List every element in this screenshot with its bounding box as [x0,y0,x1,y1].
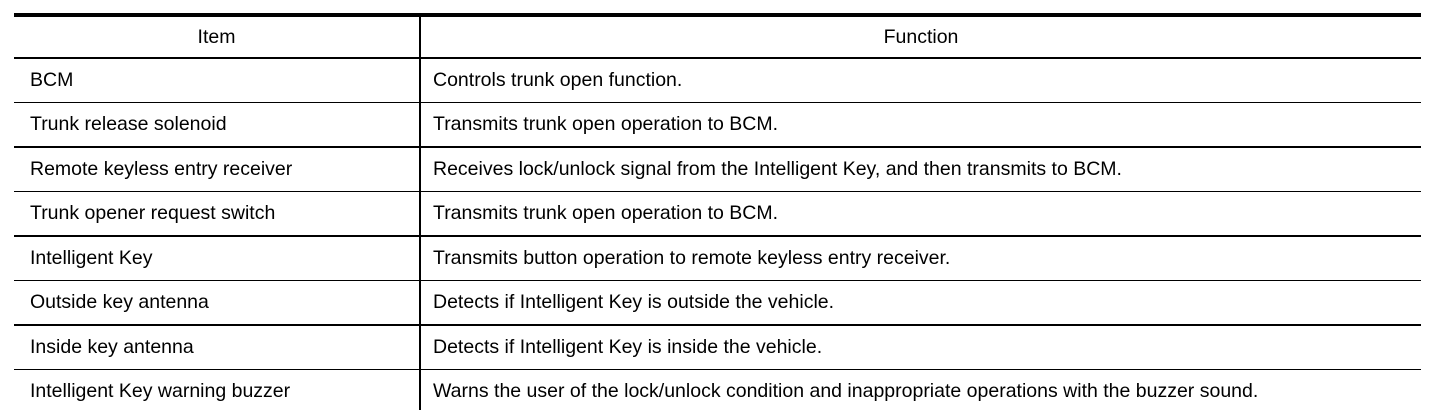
item-cell: Inside key antenna [14,324,421,370]
table-body: BCM Controls trunk open function. Trunk … [14,58,1421,410]
item-cell: Trunk release solenoid [14,102,421,147]
function-cell: Detects if Intelligent Key is outside th… [420,280,1421,325]
table-row: Outside key antenna Detects if Intellige… [14,280,1421,325]
function-cell: Transmits trunk open operation to BCM. [420,102,1421,147]
table-row: Intelligent Key Transmits button operati… [14,235,1421,281]
table-row: Remote keyless entry receiver Receives l… [14,146,1421,192]
item-cell: Remote keyless entry receiver [14,146,421,192]
table-row: Intelligent Key warning buzzer Warns the… [14,369,1421,410]
header-row: Item Function [14,15,1421,59]
item-cell: Intelligent Key warning buzzer [14,369,421,410]
item-function-table: Item Function BCM Controls trunk open fu… [14,13,1421,410]
item-cell: Outside key antenna [14,280,421,325]
table-row: Trunk release solenoid Transmits trunk o… [14,102,1421,147]
function-cell: Receives lock/unlock signal from the Int… [420,146,1421,192]
column-header-item: Item [14,15,421,59]
table-row: Inside key antenna Detects if Intelligen… [14,324,1421,370]
table-row: Trunk opener request switch Transmits tr… [14,191,1421,236]
table-row: BCM Controls trunk open function. [14,58,1421,103]
item-cell: Trunk opener request switch [14,191,421,236]
function-cell: Controls trunk open function. [420,58,1421,103]
function-cell: Detects if Intelligent Key is inside the… [420,324,1421,370]
function-cell: Transmits button operation to remote key… [420,235,1421,281]
table-header: Item Function [14,15,1421,59]
column-header-function: Function [420,15,1421,59]
item-cell: BCM [14,58,421,103]
item-cell: Intelligent Key [14,235,421,281]
function-cell: Transmits trunk open operation to BCM. [420,191,1421,236]
function-cell: Warns the user of the lock/unlock condit… [420,369,1421,410]
